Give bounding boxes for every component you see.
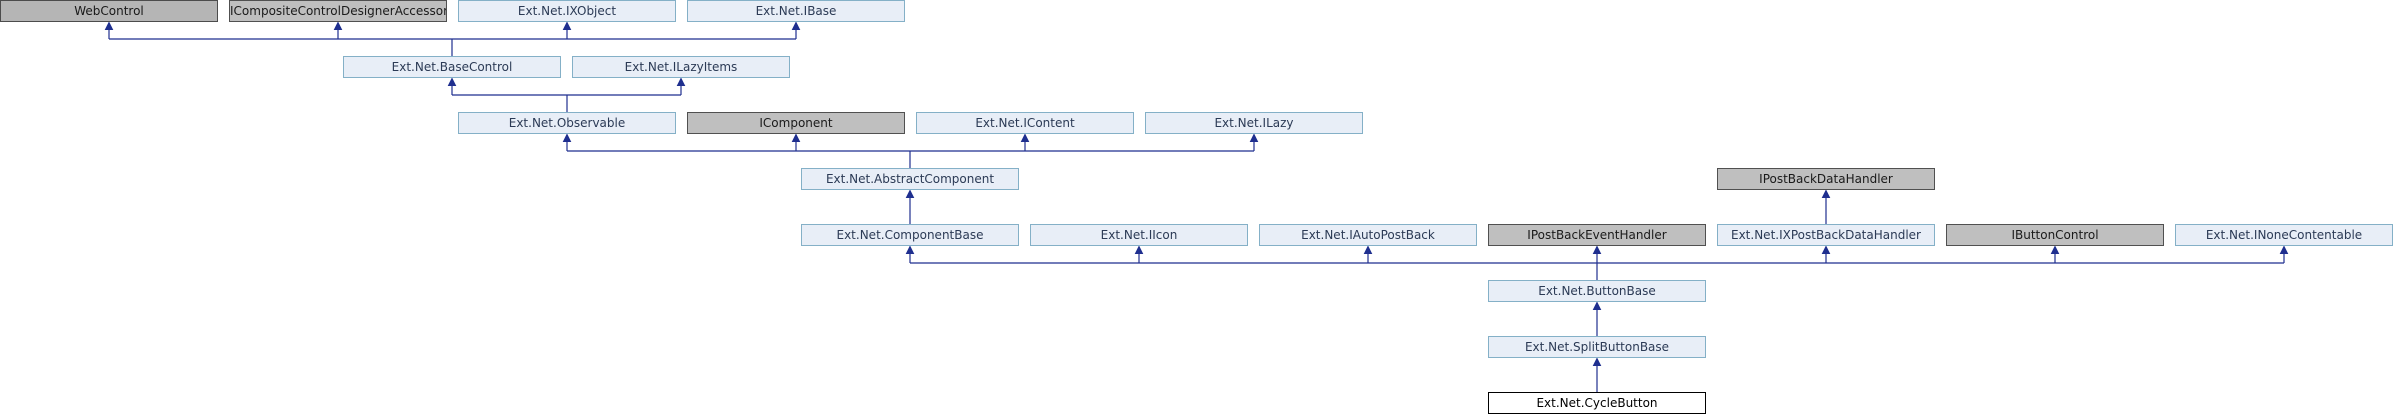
arrowhead-buttonbase-to-componentbase: [905, 245, 915, 254]
class-node-ixobject[interactable]: Ext.Net.IXObject: [458, 0, 676, 22]
class-node-abstractcomponent[interactable]: Ext.Net.AbstractComponent: [801, 168, 1019, 190]
class-node-iautopostback[interactable]: Ext.Net.IAutoPostBack: [1259, 224, 1477, 246]
class-node-ibuttoncontrol[interactable]: IButtonControl: [1946, 224, 2164, 246]
class-node-webcontrol[interactable]: WebControl: [0, 0, 218, 22]
class-node-ilazy[interactable]: Ext.Net.ILazy: [1145, 112, 1363, 134]
arrowhead-basecontrol-to-ixobject: [562, 21, 572, 30]
arrowhead-splitbuttonbase-to-buttonbase: [1592, 301, 1602, 310]
arrowhead-abstractcomponent-to-icomponent: [791, 133, 801, 142]
arrowhead-componentbase-to-abstractcomponent: [905, 189, 915, 198]
class-node-ipostbackeventhandler[interactable]: IPostBackEventHandler: [1488, 224, 1706, 246]
arrowhead-basecontrol-to-icompositecontroldesigneraccessor: [333, 21, 343, 30]
arrowhead-basecontrol-to-webcontrol: [104, 21, 114, 30]
arrowhead-observable-to-ilazyitems: [676, 77, 686, 86]
class-node-buttonbase[interactable]: Ext.Net.ButtonBase: [1488, 280, 1706, 302]
arrowhead-basecontrol-to-ibase: [791, 21, 801, 30]
class-node-icontent[interactable]: Ext.Net.IContent: [916, 112, 1134, 134]
class-node-icompositecontroldesigneraccessor[interactable]: ICompositeControlDesignerAccessor: [229, 0, 447, 22]
arrowhead-abstractcomponent-to-observable: [562, 133, 572, 142]
class-node-splitbuttonbase[interactable]: Ext.Net.SplitButtonBase: [1488, 336, 1706, 358]
arrowhead-abstractcomponent-to-ilazy: [1249, 133, 1259, 142]
class-node-ipostbackdatahandler[interactable]: IPostBackDataHandler: [1717, 168, 1935, 190]
class-node-basecontrol[interactable]: Ext.Net.BaseControl: [343, 56, 561, 78]
class-node-inonecontentable[interactable]: Ext.Net.INoneContentable: [2175, 224, 2393, 246]
class-node-icomponent[interactable]: IComponent: [687, 112, 905, 134]
class-node-componentbase[interactable]: Ext.Net.ComponentBase: [801, 224, 1019, 246]
arrowhead-buttonbase-to-iicon: [1134, 245, 1144, 254]
arrowhead-buttonbase-to-iautopostback: [1363, 245, 1373, 254]
arrowhead-buttonbase-to-ipostbackeventhandler: [1592, 245, 1602, 254]
arrowhead-buttonbase-to-inonecontentable: [2279, 245, 2289, 254]
class-node-ibase[interactable]: Ext.Net.IBase: [687, 0, 905, 22]
class-node-cyclebutton: Ext.Net.CycleButton: [1488, 392, 1706, 414]
arrowhead-buttonbase-to-ibuttoncontrol: [2050, 245, 2060, 254]
arrowhead-ixpostbackdatahandler-to-ipostbackdatahandler: [1821, 189, 1831, 198]
arrowhead-cyclebutton-to-splitbuttonbase: [1592, 357, 1602, 366]
class-node-observable[interactable]: Ext.Net.Observable: [458, 112, 676, 134]
class-node-ilazyitems[interactable]: Ext.Net.ILazyItems: [572, 56, 790, 78]
arrowhead-observable-to-basecontrol: [447, 77, 457, 86]
arrowhead-buttonbase-to-ixpostbackdatahandler: [1821, 245, 1831, 254]
arrowhead-abstractcomponent-to-icontent: [1020, 133, 1030, 142]
class-node-ixpostbackdatahandler[interactable]: Ext.Net.IXPostBackDataHandler: [1717, 224, 1935, 246]
class-node-iicon[interactable]: Ext.Net.IIcon: [1030, 224, 1248, 246]
